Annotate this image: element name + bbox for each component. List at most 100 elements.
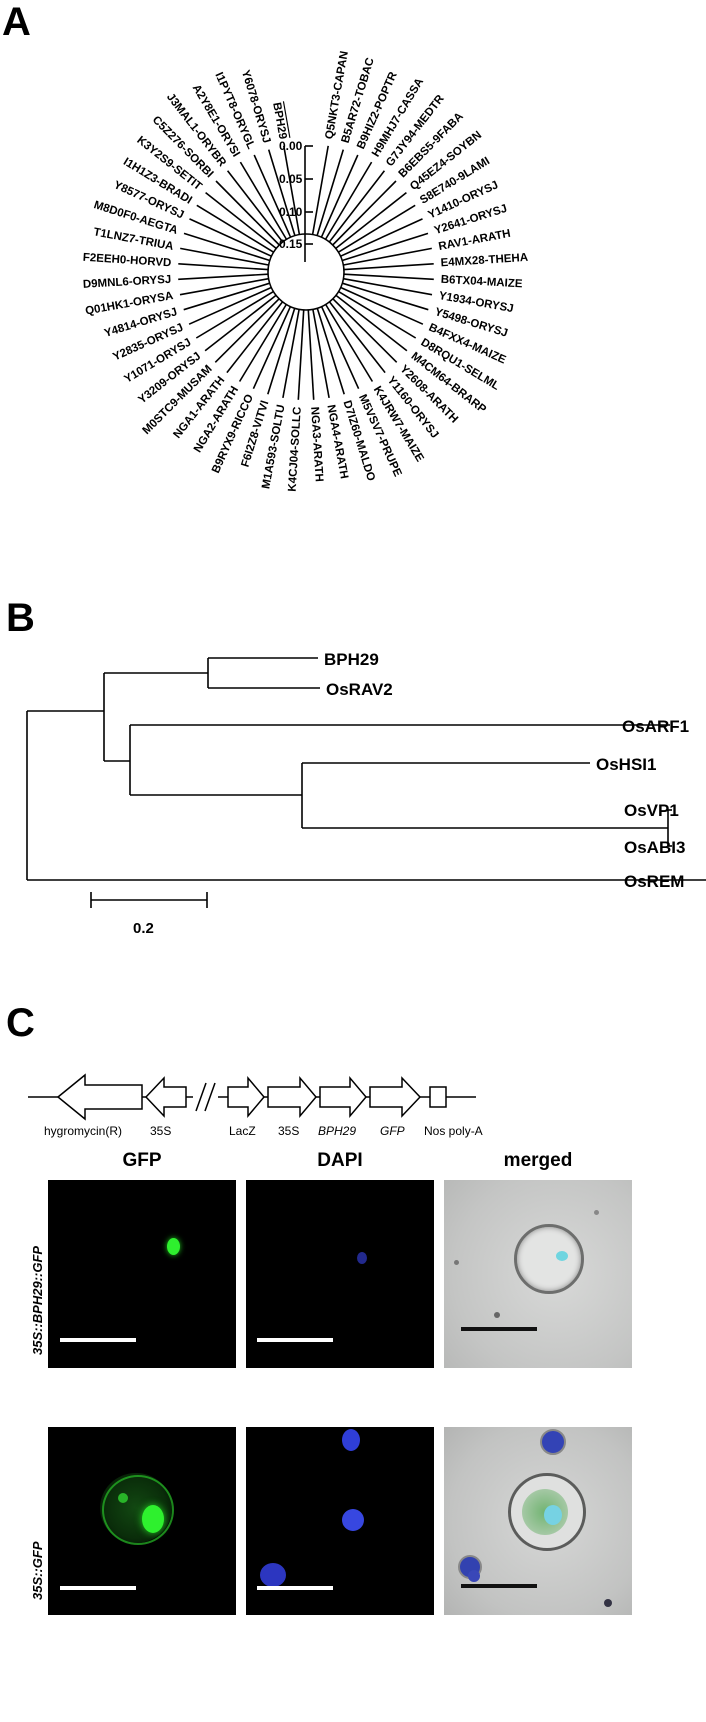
lacz-arrow	[227, 1075, 265, 1119]
tree-branch	[342, 282, 429, 311]
tree-branch	[195, 290, 274, 339]
tree-leaf-label: D9MNL6-ORYSJ	[83, 274, 172, 291]
nos-terminator-box	[429, 1086, 447, 1108]
tree-branch	[341, 232, 429, 262]
scale-bar	[461, 1327, 537, 1331]
scale-tick-2: 0.10	[279, 205, 303, 219]
tree-branch	[340, 218, 423, 257]
tree-scale-bar	[304, 145, 313, 262]
image-dapi-bph29	[246, 1180, 434, 1368]
taxon-osrav2: OsRAV2	[326, 680, 393, 699]
tree-branch	[214, 298, 280, 363]
tree-branch	[188, 286, 272, 325]
radial-phylogenetic-tree: BPH29Y6078-ORYSJI1PYT8-ORYGLA2Y8E1-ORYSI…	[82, 50, 528, 492]
tree-leaf-label: B6TX04-MAIZE	[440, 274, 523, 291]
image-dapi-control	[246, 1427, 434, 1615]
hygromycin-arrow	[56, 1073, 143, 1121]
image-merged-control	[444, 1427, 632, 1615]
tree-branch	[238, 304, 287, 382]
rectangular-phylogenetic-tree: BPH29 OsRAV2 OsARF1 OsHSI1 OsVP1 OsABI3 …	[26, 650, 706, 890]
tree-branch	[183, 282, 270, 311]
scale-bar	[60, 1586, 136, 1590]
tree-branch	[178, 273, 269, 281]
label-bph29: BPH29	[318, 1124, 356, 1138]
taxon-osarf1: OsARF1	[622, 717, 689, 736]
tree-b-scale-label: 0.2	[133, 920, 154, 937]
tree-branch	[180, 247, 269, 266]
image-merged-bph29	[444, 1180, 632, 1368]
bph29-gene-arrow	[319, 1075, 367, 1119]
tree-branch	[267, 308, 296, 395]
scale-bar	[461, 1584, 537, 1588]
taxon-osvp1: OsVP1	[624, 801, 679, 820]
tree-branch	[332, 180, 397, 246]
tree-branch	[204, 294, 277, 352]
taxon-osrem: OsREM	[624, 872, 684, 890]
tree-branch	[179, 277, 269, 296]
tree-branch	[252, 306, 292, 390]
tree-leaf-label: NGA3-ARATH	[308, 406, 325, 482]
tree-branch	[328, 170, 386, 243]
image-gfp-bph29	[48, 1180, 236, 1368]
tree-leaf-label: E4MX28-THEHA	[440, 252, 528, 270]
tree-leaf-label: BPH29	[270, 102, 288, 141]
tree-branch	[196, 204, 275, 253]
tree-inner-ring	[267, 233, 345, 311]
panel-label-a: A	[2, 0, 31, 44]
panel-label-b: B	[6, 596, 35, 640]
tree-leaf-labels: BPH29Y6078-ORYSJI1PYT8-ORYGLA2Y8E1-ORYSI…	[82, 50, 528, 492]
tree-branch	[324, 161, 373, 240]
tree-branch	[307, 309, 315, 400]
scale-bar	[257, 1338, 333, 1342]
taxon-bph29: BPH29	[324, 650, 379, 669]
tree-branch	[282, 309, 300, 399]
tree-leaf-label: F2EEH0-HORVD	[82, 252, 171, 270]
tree-branch	[320, 154, 359, 238]
tree-branch	[205, 191, 277, 250]
tree-branch	[226, 301, 284, 374]
label-gfp: GFP	[380, 1124, 405, 1138]
scale-bar	[60, 1338, 136, 1342]
image-gfp-control	[48, 1427, 236, 1615]
scale-bar	[257, 1586, 333, 1590]
tree-b-branches	[26, 657, 706, 881]
tree-leaf-label: K4CJ04-SOLLC	[287, 406, 304, 492]
tree-branch	[253, 154, 292, 238]
taxon-osabi3: OsABI3	[624, 838, 685, 857]
tree-branch	[215, 180, 280, 246]
tree-branch	[328, 301, 386, 374]
label-35s-left: 35S	[150, 1124, 171, 1138]
column-label-merged: merged	[503, 1150, 573, 1171]
scale-tick-1: 0.05	[279, 172, 303, 186]
tree-branch	[312, 309, 330, 399]
tree-branch	[343, 263, 434, 271]
tree-branch	[316, 308, 345, 395]
scale-tick-0: 0.00	[279, 139, 303, 153]
tree-branch	[332, 298, 398, 363]
tree-branch	[343, 247, 432, 266]
label-lacz: LacZ	[229, 1124, 256, 1138]
tree-branch	[283, 145, 301, 235]
tree-branch	[178, 263, 269, 271]
column-label-dapi: DAPI	[317, 1150, 363, 1171]
construct-diagram: hygromycin(R) 35S LacZ 35S BPH29 GFP Nos…	[28, 1073, 483, 1138]
label-35s-right: 35S	[278, 1124, 299, 1138]
tree-branch	[297, 309, 305, 400]
tree-branch	[316, 149, 345, 236]
gfp-gene-arrow	[369, 1076, 422, 1118]
scale-tick-3: 0.15	[279, 237, 303, 251]
tree-branch	[267, 149, 296, 236]
tree-branch	[338, 290, 417, 339]
tree-branch	[226, 170, 284, 243]
tree-branch	[335, 294, 408, 352]
tree-branch	[343, 277, 433, 296]
tree-branch	[335, 191, 407, 250]
tree-b-scale-bar: 0.2	[90, 892, 208, 937]
tree-branch	[320, 306, 360, 390]
promoter-35s-left-arrow	[144, 1076, 187, 1118]
tree-branch	[343, 273, 434, 281]
tree-branch	[239, 161, 288, 240]
promoter-35s-right-arrow	[267, 1075, 317, 1119]
tree-branch	[183, 232, 271, 262]
column-label-gfp: GFP	[122, 1150, 162, 1171]
